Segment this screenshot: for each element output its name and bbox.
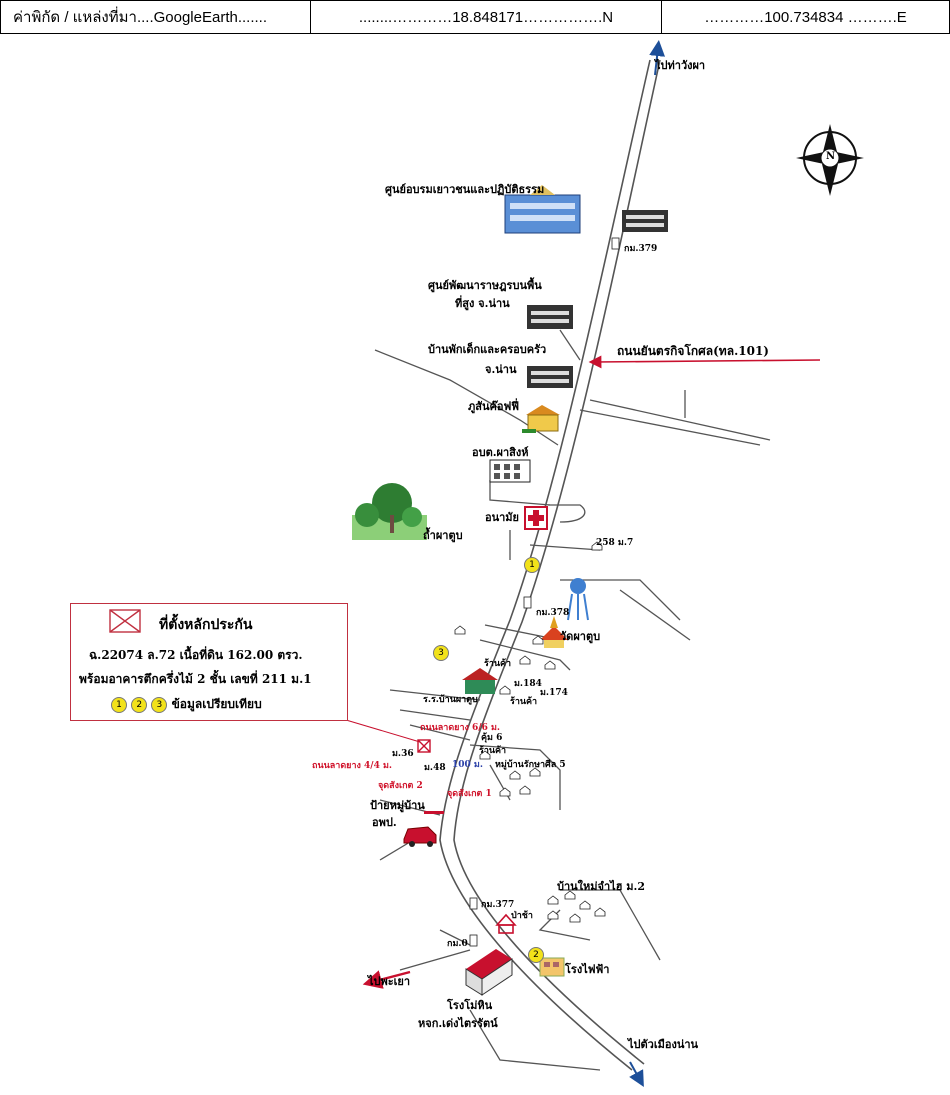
label-stone-mill-2: หจก.เด่งไตรรัตน์ bbox=[418, 1017, 498, 1030]
label-stone-mill-1: โรงโม่หิน bbox=[447, 999, 493, 1012]
label-sao: อพป. bbox=[372, 816, 397, 829]
label-m174: ม.174 bbox=[540, 688, 568, 698]
small-houses bbox=[454, 541, 606, 923]
south-direction-arrow bbox=[629, 1061, 644, 1087]
road-name-pointer bbox=[588, 355, 821, 369]
source-cell: ค่าพิกัด / แหล่งที่มา....GoogleEarth....… bbox=[1, 1, 311, 33]
legend-line-1: ฉ.22074 ล.72 เนื้อที่ดิน 162.00 ตรว. bbox=[89, 648, 303, 662]
longitude-cell: …………100.734834 ……….E bbox=[662, 1, 949, 33]
label-km378: กม.378 bbox=[536, 608, 570, 618]
label-health-station: อนามัย bbox=[485, 511, 519, 524]
power-plant-building bbox=[539, 957, 565, 977]
label-shop-2: ร้านค้า bbox=[510, 697, 538, 707]
comparison-marker-1: 1 bbox=[524, 557, 540, 573]
collateral-legend-icon bbox=[109, 609, 141, 633]
office-building-1 bbox=[622, 210, 668, 232]
label-road-name: ถนนยันตรกิจโกศล(ทล.101) bbox=[617, 344, 769, 358]
label-child-home-2: จ.น่าน bbox=[485, 363, 517, 376]
collateral-site-marker bbox=[417, 739, 431, 753]
legend-marker-1: 1 bbox=[111, 696, 127, 713]
label-dist-100: 100 ม. bbox=[452, 760, 483, 770]
label-road-6m: ถนนลาดยาง 6/6 ม. bbox=[420, 723, 501, 733]
legend-pointer bbox=[345, 719, 421, 743]
label-youth-center: ศูนย์อบรมเยาวชนและปฏิบัติธรรม bbox=[385, 183, 545, 196]
temple-building bbox=[540, 616, 568, 648]
label-hill-center-2: ที่สูง จ.น่าน bbox=[455, 297, 510, 310]
car-icon bbox=[403, 826, 437, 847]
km-posts bbox=[469, 237, 620, 947]
label-km377: กม.377 bbox=[481, 900, 515, 910]
forest-scene bbox=[352, 483, 427, 540]
compass-rose bbox=[796, 124, 864, 196]
stone-mill-building bbox=[465, 949, 513, 996]
label-power-plant: โรงไฟฟ้า bbox=[565, 963, 610, 976]
legend-markers-caption: ข้อมูลเปรียบเทียบ bbox=[171, 697, 262, 711]
label-to-tha-wang-pha: ไปท่าวังผา bbox=[655, 59, 706, 72]
pa-cha-shrine bbox=[495, 913, 517, 934]
label-school: ร.ร.บ้านผาตูบ bbox=[423, 695, 478, 705]
label-to-phayao: ไปพะเยา bbox=[368, 975, 411, 988]
comparison-marker-3: 3 bbox=[433, 645, 449, 661]
label-obs-point-1: จุดสังเกต 1 bbox=[447, 789, 492, 799]
tao-office-building bbox=[489, 459, 531, 483]
source-label: ค่าพิกัด / แหล่งที่มา....GoogleEarth....… bbox=[13, 9, 268, 26]
label-hill-center-1: ศูนย์พัฒนาราษฎรบนพื้น bbox=[428, 279, 542, 292]
north-direction-arrow bbox=[649, 40, 666, 76]
legend-marker-3: 3 bbox=[151, 696, 168, 713]
label-kum-6: คุ้ม 6 bbox=[481, 733, 503, 743]
school-building bbox=[462, 668, 498, 694]
water-tower bbox=[567, 578, 589, 621]
coffee-shop-house bbox=[522, 405, 560, 433]
longitude-label: …………100.734834 ……….E bbox=[704, 8, 907, 26]
label-shop-3: ร้านค้า bbox=[479, 746, 507, 756]
location-map bbox=[345, 40, 864, 1087]
label-child-home-1: บ้านพักเด็กและครอบครัว bbox=[428, 343, 547, 356]
label-tham-pha-tub: ถ้ำผาตูบ bbox=[423, 529, 463, 542]
label-km379: กม.379 bbox=[624, 244, 658, 254]
legend-line-2: พร้อมอาคารตึกครึ่งไม้ 2 ชั้น เลขที่ 211 … bbox=[79, 672, 312, 686]
youth-center-building bbox=[504, 185, 581, 234]
to-phayao-arrow bbox=[362, 970, 411, 989]
child-home-building bbox=[527, 366, 573, 388]
label-km0: กม.0 bbox=[447, 939, 468, 949]
legend-box: ที่ตั้งหลักประกัน ฉ.22074 ล.72 เนื้อที่ด… bbox=[70, 603, 348, 721]
label-m184: ม.184 bbox=[514, 679, 542, 689]
latitude-label: ........…………18.848171…………….N bbox=[358, 8, 614, 26]
label-village-sign: ป้ายหมู่บ้าน bbox=[370, 799, 425, 812]
health-station-cross bbox=[524, 506, 548, 530]
hill-center-building bbox=[527, 305, 573, 329]
legend-title: ที่ตั้งหลักประกัน bbox=[159, 617, 253, 633]
label-village-5: หมู่บ้านรักษาศีล 5 bbox=[495, 760, 566, 770]
coordinate-header: ค่าพิกัด / แหล่งที่มา....GoogleEarth....… bbox=[0, 0, 950, 34]
label-road-4m: ถนนลาดยาง 4/4 ม. bbox=[312, 761, 393, 771]
label-m48: ม.48 bbox=[424, 763, 446, 773]
label-to-nan-city: ไปตัวเมืองน่าน bbox=[628, 1038, 699, 1051]
label-wat-pha-tub: วัดผาตูบ bbox=[560, 630, 601, 643]
legend-markers-row: 1 2 3 ข้อมูลเปรียบเทียบ bbox=[111, 695, 262, 714]
pump-station bbox=[424, 811, 444, 814]
label-pa-cha: ป่าช้า bbox=[511, 911, 533, 921]
comparison-marker-2: 2 bbox=[528, 947, 544, 963]
label-tao: อบต.ผาสิงห์ bbox=[472, 446, 529, 459]
label-obs-point-2: จุดสังเกต 2 bbox=[378, 781, 423, 791]
label-house-258: 258 ม.7 bbox=[596, 538, 634, 548]
latitude-cell: ........…………18.848171…………….N bbox=[311, 1, 662, 33]
compass-letter: N bbox=[826, 151, 836, 162]
main-highway bbox=[439, 59, 661, 1071]
label-ban-mai: บ้านใหม่จำไฮ ม.2 bbox=[557, 880, 645, 893]
label-m36: ม.36 bbox=[392, 749, 414, 759]
label-shop-1: ร้านค้า bbox=[484, 659, 512, 669]
label-coffee: ภูสันค๊อฟฟี่ bbox=[468, 400, 520, 413]
legend-marker-2: 2 bbox=[131, 696, 148, 713]
